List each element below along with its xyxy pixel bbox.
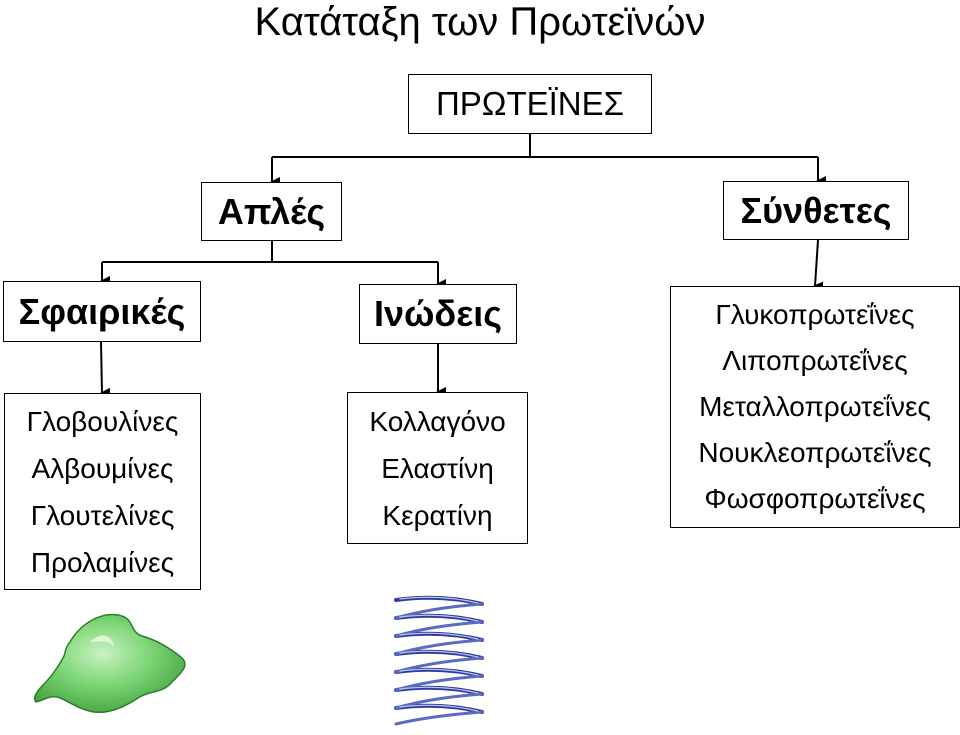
complex-proteins-node: Σύνθετες bbox=[723, 181, 909, 240]
globular-proteins-label: Σφαιρικές bbox=[18, 290, 186, 332]
list-item: Μεταλλοπρωτεΐνες bbox=[699, 391, 931, 422]
list-item: Γλυκοπρωτεΐνες bbox=[715, 299, 915, 330]
list-item: Γλουτελίνες bbox=[30, 499, 175, 531]
list-item: Λιποπρωτεΐνες bbox=[722, 345, 908, 376]
list-item: Γλοβουλίνες bbox=[26, 405, 179, 437]
globular-proteins-list: Γλοβουλίνες Αλβουμίνες Γλουτελίνες Προλα… bbox=[4, 393, 201, 590]
fibrous-helix-icon bbox=[394, 595, 484, 726]
simple-proteins-label: Απλές bbox=[217, 190, 326, 232]
list-item: Κολλαγόνο bbox=[369, 405, 506, 437]
fibrous-proteins-list: Κολλαγόνο Ελαστίνη Κερατίνη bbox=[347, 392, 528, 544]
list-item: Νουκλεοπρωτεΐνες bbox=[698, 437, 932, 468]
fibrous-proteins-node: Ινώδεις bbox=[359, 284, 517, 344]
page-title: Κατάταξη των Πρωτεϊνών bbox=[254, 0, 706, 44]
globular-proteins-node: Σφαιρικές bbox=[3, 281, 201, 342]
root-node: ΠΡΩΤΕΪΝΕΣ bbox=[408, 74, 652, 134]
list-item: Ελαστίνη bbox=[381, 452, 494, 484]
complex-proteins-label: Σύνθετες bbox=[740, 189, 892, 231]
list-item: Φωσφοπρωτεΐνες bbox=[704, 483, 926, 514]
list-item: Προλαμίνες bbox=[30, 546, 175, 578]
fibrous-proteins-label: Ινώδεις bbox=[373, 293, 503, 334]
globular-protein-icon bbox=[33, 613, 186, 714]
root-node-label: ΠΡΩΤΕΪΝΕΣ bbox=[435, 85, 625, 122]
simple-proteins-node: Απλές bbox=[201, 182, 342, 241]
list-item: Αλβουμίνες bbox=[31, 452, 174, 484]
list-item: Κερατίνη bbox=[382, 499, 493, 531]
complex-proteins-list: Γλυκοπρωτεΐνες Λιποπρωτεΐνες Μεταλλοπρωτ… bbox=[670, 286, 960, 528]
